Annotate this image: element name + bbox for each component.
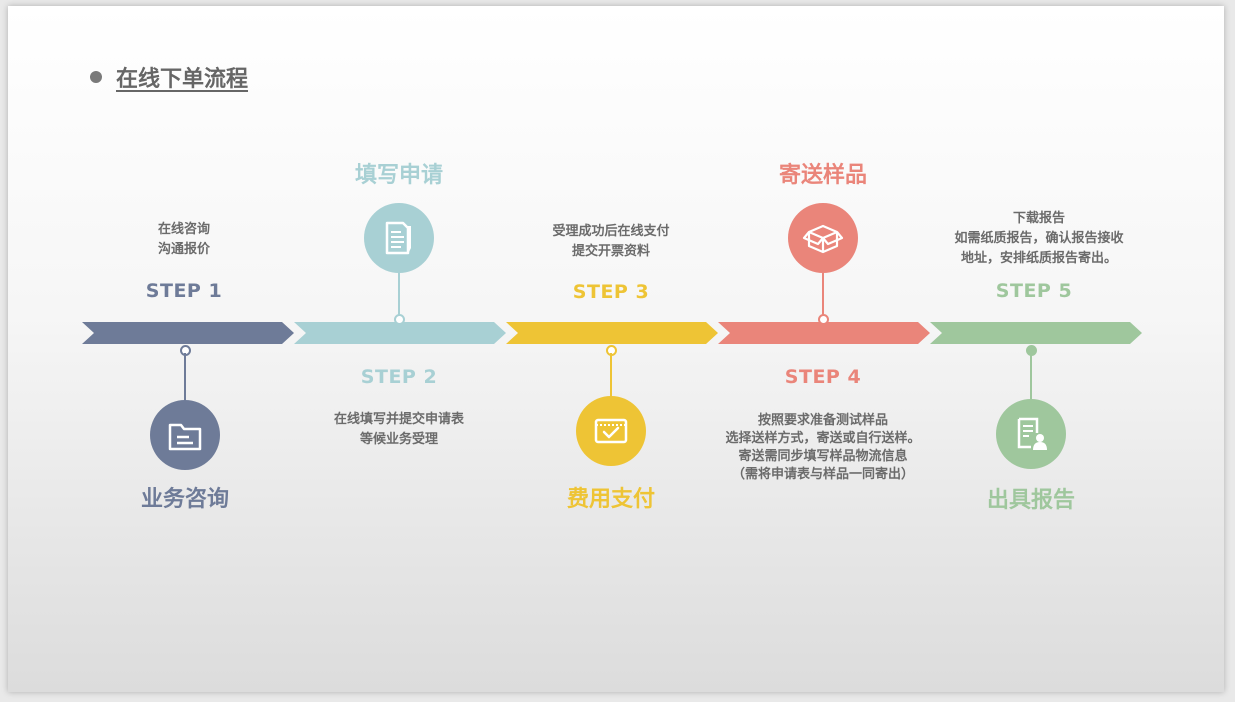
- step-5-label: STEP 5: [995, 280, 1073, 302]
- slide: 在线下单流程 在线咨询 沟通报价 STEP 1 业务咨询 填写申请: [8, 6, 1224, 692]
- section-header: 在线下单流程: [90, 61, 248, 93]
- step-3-label: STEP 3: [572, 281, 650, 303]
- arrow-step-1: [82, 322, 294, 344]
- step-1-connector: [184, 353, 186, 401]
- step-5-icon-circle: [996, 399, 1066, 469]
- step-4-icon-circle: [788, 203, 858, 273]
- folder-icon: [168, 423, 202, 451]
- step-3-description: 受理成功后在线支付 提交开票资料: [552, 224, 670, 259]
- step-2-label: STEP 2: [360, 366, 438, 388]
- step-4-name: 寄送样品: [778, 163, 867, 188]
- step-2-connector: [398, 273, 400, 317]
- step-5-description: 下载报告 如需纸质报告，确认报告接收 地址，安排纸质报告寄出。: [954, 211, 1124, 266]
- step-2-description: 在线填写并提交申请表 等候业务受理: [333, 412, 464, 447]
- page-title: 在线下单流程: [116, 67, 249, 92]
- step-3-name: 费用支付: [566, 487, 655, 512]
- step-2-connector-knob: [394, 314, 405, 325]
- open-box-icon: [802, 224, 844, 254]
- document-pen-icon: [385, 221, 411, 255]
- step-3-icon-circle: [576, 396, 646, 466]
- report-user-icon: [1017, 417, 1047, 450]
- arrow-step-5: [930, 322, 1142, 344]
- timeline-arrows: [82, 322, 1142, 344]
- step-2-name: 填写申请: [354, 163, 443, 188]
- step-4-description: 按照要求准备测试样品 选择送样方式，寄送或自行送样。 寄送需同步填写样品物流信息…: [725, 413, 921, 482]
- bullet-dot: [90, 71, 102, 83]
- step-4-connector: [822, 273, 824, 317]
- step-3-connector: [610, 353, 612, 398]
- step-5-name: 出具报告: [986, 488, 1075, 513]
- step-4-connector-knob: [818, 314, 829, 325]
- step-1-name: 业务咨询: [140, 487, 229, 512]
- arrow-step-4: [718, 322, 930, 344]
- step-1-description: 在线咨询 沟通报价: [157, 222, 210, 257]
- payment-window-icon: [594, 418, 628, 444]
- arrow-step-2: [294, 322, 506, 344]
- step-1-icon-circle: [150, 400, 220, 470]
- step-1-label: STEP 1: [145, 280, 223, 302]
- step-5-connector: [1030, 353, 1032, 401]
- arrow-step-3: [506, 322, 718, 344]
- step-2-icon-circle: [364, 203, 434, 273]
- step-4-label: STEP 4: [784, 366, 862, 388]
